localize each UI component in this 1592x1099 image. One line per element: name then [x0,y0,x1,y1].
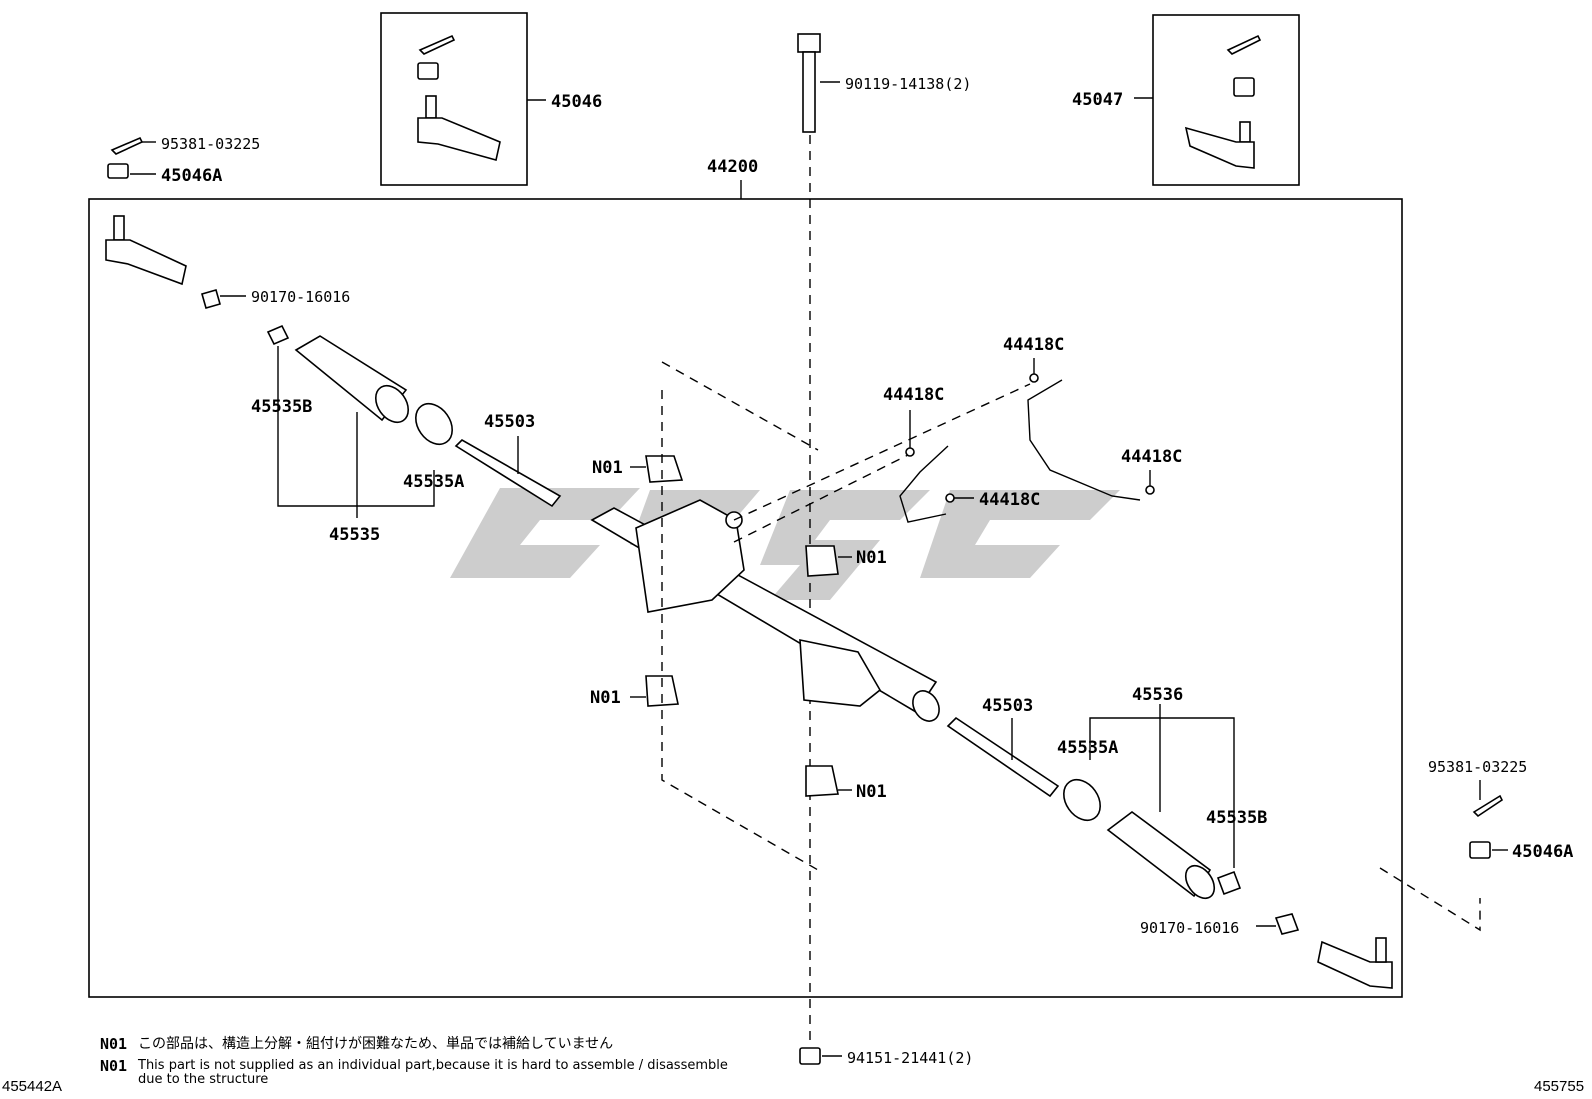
tube-2-label: 44418C [1003,335,1064,355]
boot-kit-left-bracket [277,346,435,507]
tube-1-label: 44418C [883,385,944,405]
note-text: この部品は、構造上分解・組付けが困難なため、単品では補給していません [138,1036,614,1052]
nut-bottom [799,1047,821,1065]
boot-kit-right-bracket [1089,717,1235,868]
tube-long [1027,379,1141,501]
oring-4 [1145,485,1155,495]
corner-code-right: 455755 [1534,1078,1585,1095]
oring-2 [945,493,955,503]
n01-c-label: N01 [590,688,621,708]
assembly-label: 44200 [707,157,758,177]
bushing-a [645,455,684,483]
clamp-a-right [1063,778,1101,822]
guide-dash-5 [1379,867,1481,932]
clamp-a-left-label: 45535A [403,472,464,492]
cap-right [1274,913,1300,935]
tube-3-label: 44418C [979,490,1040,510]
boot-kit-right-label: 45536 [1132,685,1183,705]
bushing-b [805,545,839,577]
note-code: N01 [100,1057,128,1075]
boot-right [1106,811,1216,900]
note-japanese: N01 この部品は、構造上分解・組付けが困難なため、単品では補給していません [100,1036,740,1052]
cotter-pin-left [110,136,144,155]
boot-kit-left-label: 45535 [329,525,380,545]
oring-1 [905,447,915,457]
rod-left-label: 45503 [484,412,535,432]
guide-dash-4 [733,453,911,543]
kit-right-parts [1184,34,1262,169]
boot-left [294,335,410,424]
bushing-d [805,765,839,797]
boot-b-left-label: 45535B [251,397,312,417]
nut-left [107,163,129,179]
nut-bottom-label: 94151-21441(2) [847,1049,973,1067]
n01-d-label: N01 [856,782,887,802]
kit-box-left [380,12,528,186]
guide-dash-1 [661,361,819,451]
kit-right-label: 45047 [1072,90,1123,110]
nut-right [1469,841,1491,859]
tube-4-label: 44418C [1121,447,1182,467]
assembly-frame [88,198,1403,998]
cap-left-label: 90170-16016 [251,288,350,306]
cotter-left-label: 95381-03225 [161,135,260,153]
note-text: This part is not supplied as an individu… [138,1058,728,1087]
bushing-c [645,675,679,707]
nut-left-label: 45046A [161,166,222,186]
tie-rod-end-right [1317,937,1393,989]
corner-code-left: 455442A [2,1078,63,1095]
cotter-right-label: 95381-03225 [1428,758,1527,776]
oring-3 [1029,373,1039,383]
cap-right-label: 90170-16016 [1140,919,1239,937]
n01-b-label: N01 [856,548,887,568]
guide-dash-2 [661,390,819,871]
note-code: N01 [100,1035,128,1053]
clip-b-left [266,324,290,346]
tie-rod-end-left [105,215,187,286]
rod-right [946,716,1060,798]
rod-right-label: 45503 [982,696,1033,716]
guide-dash-3 [733,383,1031,521]
cap-left [201,289,221,309]
cotter-pin-right [1472,794,1504,818]
bolt-top [797,33,821,133]
boot-b-right-label: 45535B [1206,808,1267,828]
tube-short [899,445,949,523]
steering-rack [590,499,940,722]
kit-box-right [1152,14,1300,186]
kit-left-parts [417,34,501,161]
clip-b-right [1216,870,1242,896]
note-english: N01 This part is not supplied as an indiv… [100,1059,760,1087]
n01-a-label: N01 [592,458,623,478]
clamp-a-right-label: 45535A [1057,738,1118,758]
rod-left [454,439,562,508]
kit-left-label: 45046 [551,92,602,112]
nut-right-label: 45046A [1512,842,1573,862]
clamp-a-left [415,402,453,446]
bolt-top-label: 90119-14138(2) [845,75,971,93]
